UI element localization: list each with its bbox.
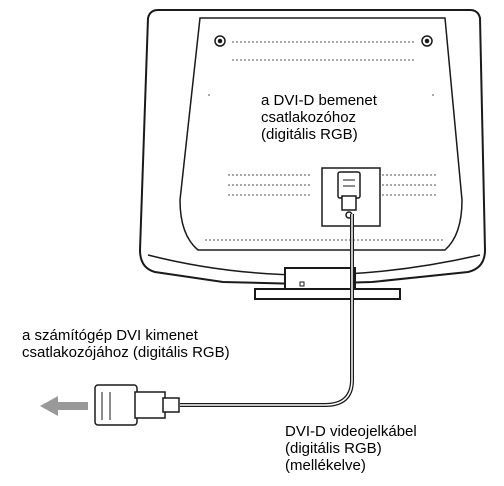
arrow-left-icon [40, 396, 88, 416]
computer-output-label: a számítógép DVI kimenet csatlakozójához… [22, 327, 230, 361]
monitor-back [138, 9, 487, 286]
monitor-input-label: a DVI-D bemenet csatlakozóhoz (digitális… [261, 92, 377, 143]
label-line: csatlakozójához (digitális RGB) [22, 344, 230, 361]
label-line: a DVI-D bemenet [261, 92, 377, 109]
dvi-connector-icon [337, 171, 361, 219]
label-line: (mellékelve) [285, 457, 366, 474]
label-line: DVI-D videojelkábel [285, 423, 417, 440]
label-line: (digitális RGB) [261, 126, 358, 143]
vent-slots-top [205, 41, 445, 241]
dvi-connector-icon [94, 384, 180, 426]
label-line: csatlakozóhoz [261, 109, 357, 126]
screw-icon [214, 35, 433, 47]
label-line: a számítógép DVI kimenet [22, 327, 198, 344]
monitor-stand [254, 267, 401, 300]
cable-label: DVI-D videojelkábel (digitális RGB) (mel… [285, 423, 417, 474]
label-line: (digitális RGB) [285, 440, 382, 457]
